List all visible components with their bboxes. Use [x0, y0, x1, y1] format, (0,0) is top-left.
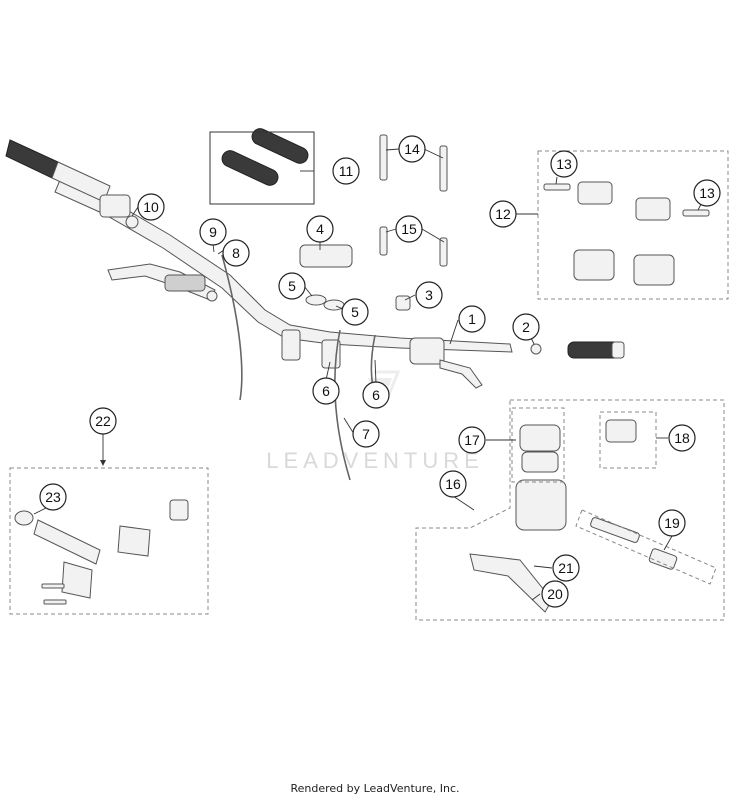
brake-kit-box [415, 399, 725, 621]
callout-9: 9 [199, 218, 227, 246]
callout-13b: 13 [693, 179, 721, 207]
svg-text:1: 1 [468, 311, 476, 327]
handlebar-clamps [281, 244, 353, 369]
callout-5a: 5 [278, 272, 306, 300]
right-brake-assembly [395, 295, 483, 389]
callout-15: 15 [395, 215, 423, 243]
svg-text:19: 19 [664, 515, 680, 531]
left-switch-housing [99, 194, 139, 229]
callout-14: 14 [398, 135, 426, 163]
cover-box-18 [599, 411, 657, 469]
callout-10: 10 [137, 193, 165, 221]
callout-4: 4 [306, 215, 334, 243]
callout-11: 11 [332, 157, 360, 185]
watermark: LEADVENTURE [266, 448, 484, 473]
callout-21: 21 [552, 554, 580, 582]
svg-text:12: 12 [495, 206, 511, 222]
grip-pair [221, 128, 309, 186]
svg-text:15: 15 [401, 221, 417, 237]
svg-text:13: 13 [556, 156, 572, 172]
svg-text:2: 2 [522, 319, 530, 335]
grip-set-box [209, 131, 315, 205]
left-grip [5, 139, 111, 203]
svg-text:20: 20 [547, 586, 563, 602]
svg-text:5: 5 [351, 304, 359, 320]
callout-13a: 13 [550, 150, 578, 178]
svg-text:18: 18 [674, 430, 690, 446]
svg-text:11: 11 [339, 163, 354, 179]
clamp-kit-box [537, 150, 729, 300]
piston-box-19 [575, 509, 717, 585]
svg-text:16: 16 [445, 476, 461, 492]
svg-text:5: 5 [288, 278, 296, 294]
callout-5b: 5 [341, 298, 369, 326]
callout-16: 16 [439, 470, 467, 498]
callout-18: 18 [668, 424, 696, 452]
svg-text:4: 4 [316, 221, 324, 237]
footer-credit: Rendered by LeadVenture, Inc. [290, 782, 460, 795]
callout-23: 23 [39, 483, 67, 511]
callout-19: 19 [658, 509, 686, 537]
throttle-kit-box [9, 467, 209, 615]
svg-text:9: 9 [209, 224, 217, 240]
callout-3: 3 [415, 281, 443, 309]
svg-text:10: 10 [143, 199, 159, 215]
callout-1: 1 [458, 305, 486, 333]
bolts-15 [379, 226, 448, 267]
svg-text:7: 7 [362, 426, 370, 442]
callout-2: 2 [512, 313, 540, 341]
svg-text:14: 14 [404, 141, 420, 157]
left-clutch-assembly [107, 263, 218, 302]
callout-17: 17 [458, 426, 486, 454]
svg-text:21: 21 [558, 560, 574, 576]
callout-6a: 6 [312, 377, 340, 405]
throttle-assembly-22 [14, 499, 189, 605]
callout-22: 22 [89, 407, 117, 435]
clamp-set-12 [543, 181, 710, 286]
callout-20: 20 [541, 580, 569, 608]
svg-text:17: 17 [464, 432, 480, 448]
callout-6b: 6 [362, 381, 390, 409]
callout-8: 8 [222, 239, 250, 267]
svg-text:6: 6 [322, 383, 330, 399]
svg-text:13: 13 [699, 185, 715, 201]
right-grip [530, 341, 625, 359]
svg-text:3: 3 [425, 287, 433, 303]
svg-text:6: 6 [372, 387, 380, 403]
svg-text:22: 22 [95, 413, 111, 429]
callout-7: 7 [352, 420, 380, 448]
callout-12: 12 [489, 200, 517, 228]
svg-text:23: 23 [45, 489, 61, 505]
svg-text:8: 8 [232, 245, 240, 261]
brake-master-cylinder-16 [469, 419, 678, 613]
